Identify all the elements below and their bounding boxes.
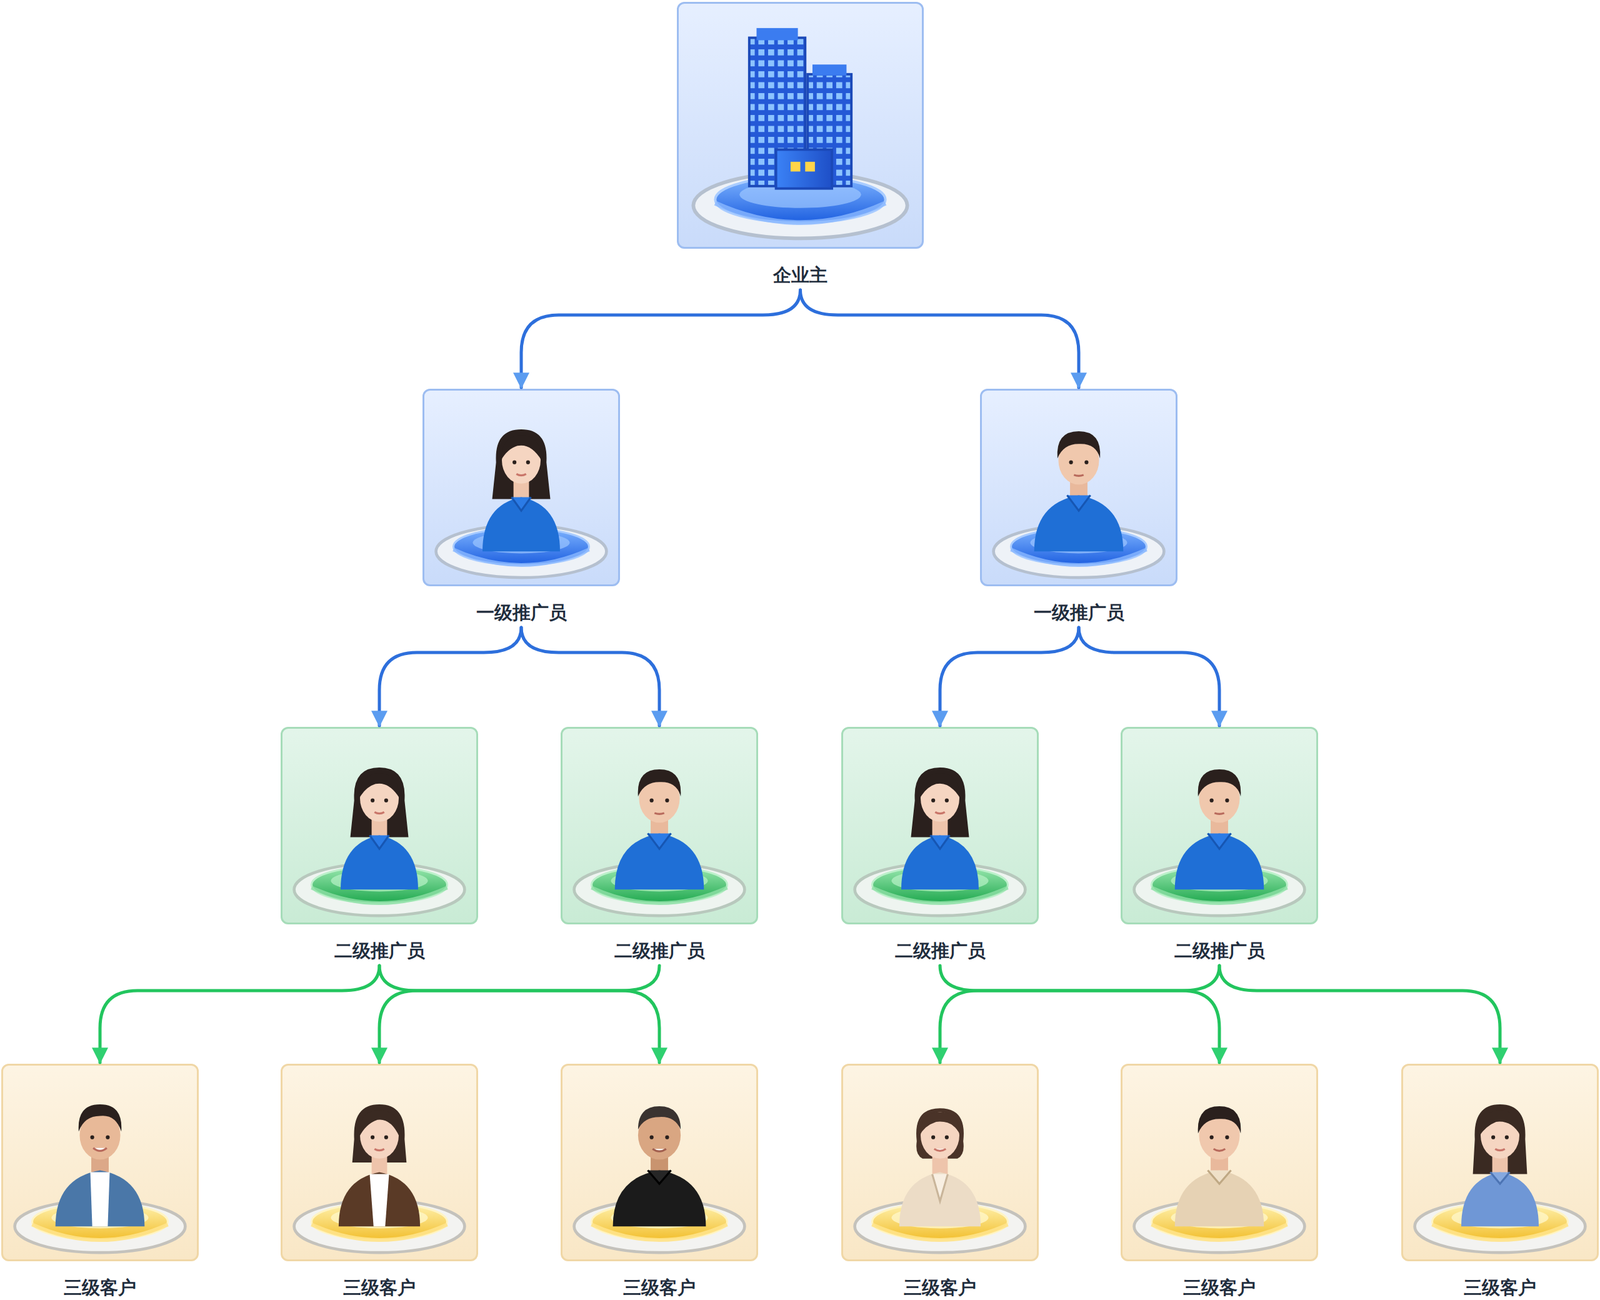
person-node: 三级客户 [841, 1063, 1039, 1300]
illustration-part [311, 1224, 448, 1240]
person-node: 三级客户 [1401, 1063, 1599, 1300]
image-box [841, 726, 1039, 925]
hierarchy-arrow [379, 965, 660, 1063]
person-illustration [981, 390, 1176, 585]
person-illustration [282, 728, 477, 923]
illustration-part [1034, 431, 1124, 552]
node-label: 企业主 [676, 262, 924, 288]
owner-node: 企业主 [676, 1, 924, 288]
image-box [280, 1063, 479, 1262]
illustration-part [453, 549, 590, 565]
person-node: 二级推广员 [1120, 726, 1319, 964]
illustration-part [615, 769, 705, 890]
person-illustration [1403, 1065, 1597, 1260]
person-illustration [3, 1065, 197, 1260]
node-label: 二级推广员 [560, 938, 759, 964]
person-illustration [562, 728, 757, 923]
illustration-part [311, 887, 448, 904]
node-label: 三级客户 [1120, 1275, 1319, 1300]
node-label: 三级客户 [560, 1275, 759, 1300]
node-label: 二级推广员 [1120, 938, 1319, 964]
image-box [841, 1063, 1039, 1262]
image-box [560, 726, 759, 925]
person-node: 三级客户 [1120, 1063, 1319, 1300]
person-illustration [843, 1065, 1037, 1260]
illustration-part [1151, 1224, 1288, 1240]
image-box [676, 1, 924, 249]
illustration-part [1461, 1104, 1539, 1227]
hierarchy-arrow [940, 965, 1220, 1063]
person-illustration [424, 390, 619, 585]
person-node: 一级推广员 [980, 388, 1178, 625]
illustration-part [340, 767, 419, 890]
hierarchy-arrow [940, 627, 1079, 726]
person-illustration [1122, 1065, 1317, 1260]
hierarchy-arrow [379, 965, 660, 1063]
image-box [280, 726, 479, 925]
illustration-part [901, 767, 979, 890]
image-box [1401, 1063, 1599, 1262]
node-label: 三级客户 [841, 1275, 1039, 1300]
building-illustration [678, 3, 922, 247]
person-node: 三级客户 [1, 1063, 199, 1300]
hierarchy-arrow [800, 290, 1080, 388]
illustration-part [715, 203, 885, 223]
person-node: 二级推广员 [560, 726, 759, 964]
hierarchy-arrow [1078, 627, 1220, 726]
hierarchy-arrow [521, 290, 801, 388]
hierarchy-arrow [521, 627, 660, 726]
node-label: 三级客户 [1401, 1275, 1599, 1300]
image-box [560, 1063, 759, 1262]
person-node: 三级客户 [560, 1063, 759, 1300]
person-node: 二级推广员 [280, 726, 479, 964]
image-box [1, 1063, 199, 1262]
node-label: 二级推广员 [280, 938, 479, 964]
illustration-part [749, 28, 852, 189]
image-box [422, 388, 620, 587]
illustration-part [32, 1224, 169, 1240]
illustration-part [872, 1224, 1009, 1240]
person-illustration [843, 728, 1037, 923]
illustration-part [1175, 769, 1265, 890]
image-box [1120, 726, 1319, 925]
node-label: 三级客户 [280, 1275, 479, 1300]
hierarchy-arrow [100, 965, 380, 1063]
illustration-part [1175, 1106, 1265, 1227]
node-label: 一级推广员 [980, 600, 1178, 625]
person-node: 一级推广员 [422, 388, 620, 625]
image-box [1120, 1063, 1319, 1262]
illustration-part [613, 1106, 707, 1227]
person-node: 三级客户 [280, 1063, 479, 1300]
person-illustration [562, 1065, 757, 1260]
illustration-part [1151, 887, 1288, 904]
node-label: 三级客户 [1, 1275, 199, 1300]
person-illustration [282, 1065, 477, 1260]
illustration-part [338, 1104, 420, 1227]
hierarchy-arrow [379, 627, 522, 726]
illustration-part [872, 887, 1009, 904]
illustration-part [55, 1104, 145, 1227]
hierarchy-arrow [1219, 965, 1500, 1063]
person-illustration [1122, 728, 1317, 923]
hierarchy-arrow [940, 965, 1220, 1063]
illustration-part [482, 429, 560, 552]
node-label: 一级推广员 [422, 600, 620, 625]
image-box [980, 388, 1178, 587]
illustration-part [591, 887, 728, 904]
illustration-part [1011, 549, 1147, 565]
illustration-part [899, 1108, 981, 1227]
node-label: 二级推广员 [841, 938, 1039, 964]
illustration-part [591, 1224, 728, 1240]
person-node: 二级推广员 [841, 726, 1039, 964]
illustration-part [1432, 1224, 1569, 1240]
